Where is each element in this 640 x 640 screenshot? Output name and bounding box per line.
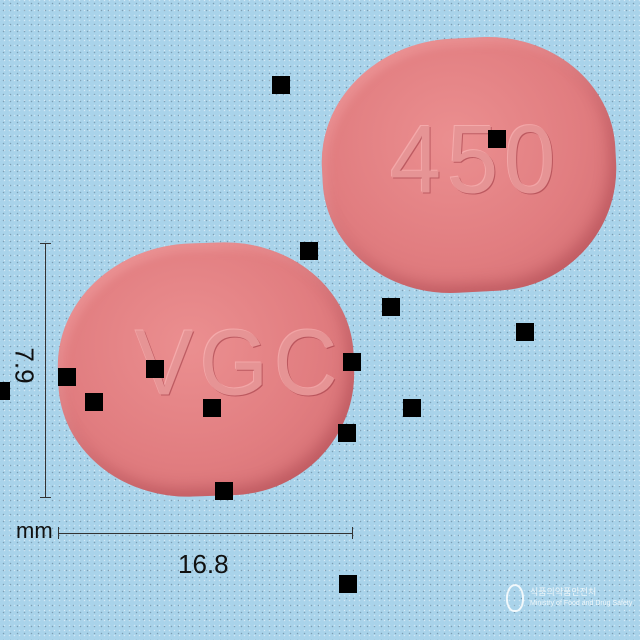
watermark: 식품의약품안전처 Ministry of Food and Drug Safet… — [530, 586, 632, 610]
pill-front-imprint: VGC — [135, 310, 344, 415]
noise-square — [300, 242, 318, 260]
noise-square — [272, 76, 290, 94]
noise-square — [146, 360, 164, 378]
noise-square — [85, 393, 103, 411]
noise-square — [403, 399, 421, 417]
noise-square — [0, 382, 10, 400]
pill-back-imprint: 450 — [390, 106, 562, 214]
noise-square — [516, 323, 534, 341]
noise-square — [338, 424, 356, 442]
watermark-line-1: 식품의약품안전처 — [530, 587, 597, 597]
noise-square — [382, 298, 400, 316]
width-dimension-line — [58, 533, 352, 534]
width-dimension-tick-right — [352, 527, 353, 539]
watermark-line-2: Ministry of Food and Drug Safety — [530, 600, 633, 607]
height-dimension-line — [45, 243, 46, 498]
ministry-logo-icon — [506, 584, 524, 612]
height-dimension-tick-top — [40, 243, 51, 244]
noise-square — [343, 353, 361, 371]
unit-label: mm — [16, 518, 53, 543]
height-dimension-tick-bottom — [40, 497, 51, 498]
noise-square — [339, 575, 357, 593]
noise-square — [215, 482, 233, 500]
height-dimension-label: 7.9 — [9, 347, 40, 384]
noise-square — [203, 399, 221, 417]
width-dimension-label: 16.8 — [178, 549, 229, 579]
noise-square — [488, 130, 506, 148]
width-dimension-tick-left — [58, 527, 59, 539]
noise-square — [58, 368, 76, 386]
